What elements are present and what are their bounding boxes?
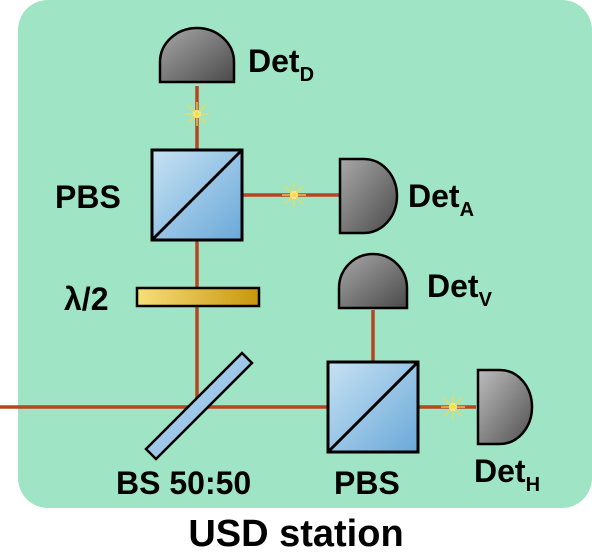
beam-splitter-plate [144, 351, 254, 461]
detector-d [158, 26, 236, 84]
station-caption: USD station [188, 513, 403, 555]
station-background [18, 0, 592, 508]
flash-det-h [441, 395, 465, 419]
det-a-label: DetA [408, 178, 474, 221]
detector-v [337, 252, 409, 310]
beam-splitter-label: BS 50:50 [116, 465, 251, 501]
half-wave-plate-label: λ/2 [64, 281, 108, 317]
pbs-bottom-label: PBS [334, 465, 400, 501]
half-wave-plate [135, 286, 261, 308]
det-h-label: DetH [474, 453, 540, 496]
flash-det-a [282, 183, 306, 207]
pbs-top-label: PBS [55, 179, 121, 215]
det-d-label: DetD [248, 43, 314, 86]
pbs-top [150, 148, 244, 242]
flash-det-d [185, 102, 209, 126]
detector-a [338, 157, 399, 235]
det-v-label: DetV [427, 268, 493, 311]
detector-h [476, 368, 534, 446]
pbs-bottom [326, 360, 420, 454]
